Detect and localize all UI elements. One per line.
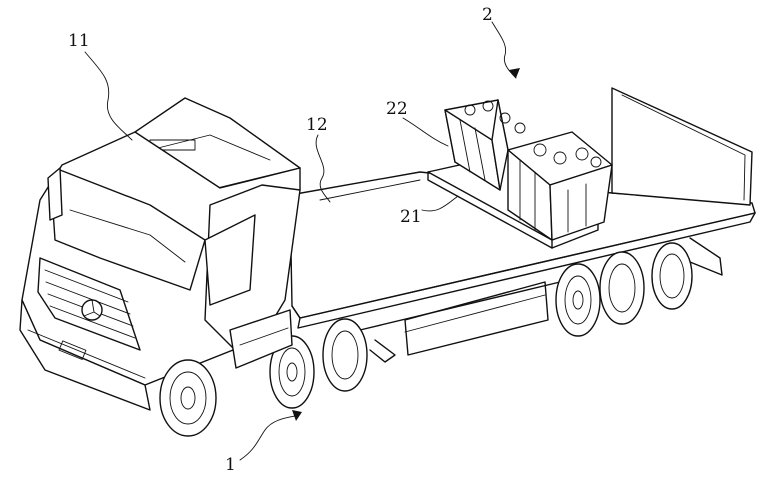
label-module: 2 (482, 5, 493, 25)
label-base: 21 (400, 207, 422, 227)
cargo-cabinet-front (444, 99, 526, 191)
cargo-cabinet-rear (507, 131, 613, 241)
trailer-underframe (359, 237, 723, 363)
rear-wheels (555, 242, 693, 337)
label-tractor: 11 (68, 31, 90, 51)
drive-wheels (269, 318, 368, 409)
label-assembly: 1 (225, 455, 236, 475)
leader-lines (84, 21, 520, 461)
label-cabinet: 22 (386, 99, 408, 119)
tractor-cab (19, 97, 301, 437)
trailer-headboard (611, 87, 753, 206)
label-trailer: 12 (306, 115, 328, 135)
trailer-deck (289, 171, 756, 329)
